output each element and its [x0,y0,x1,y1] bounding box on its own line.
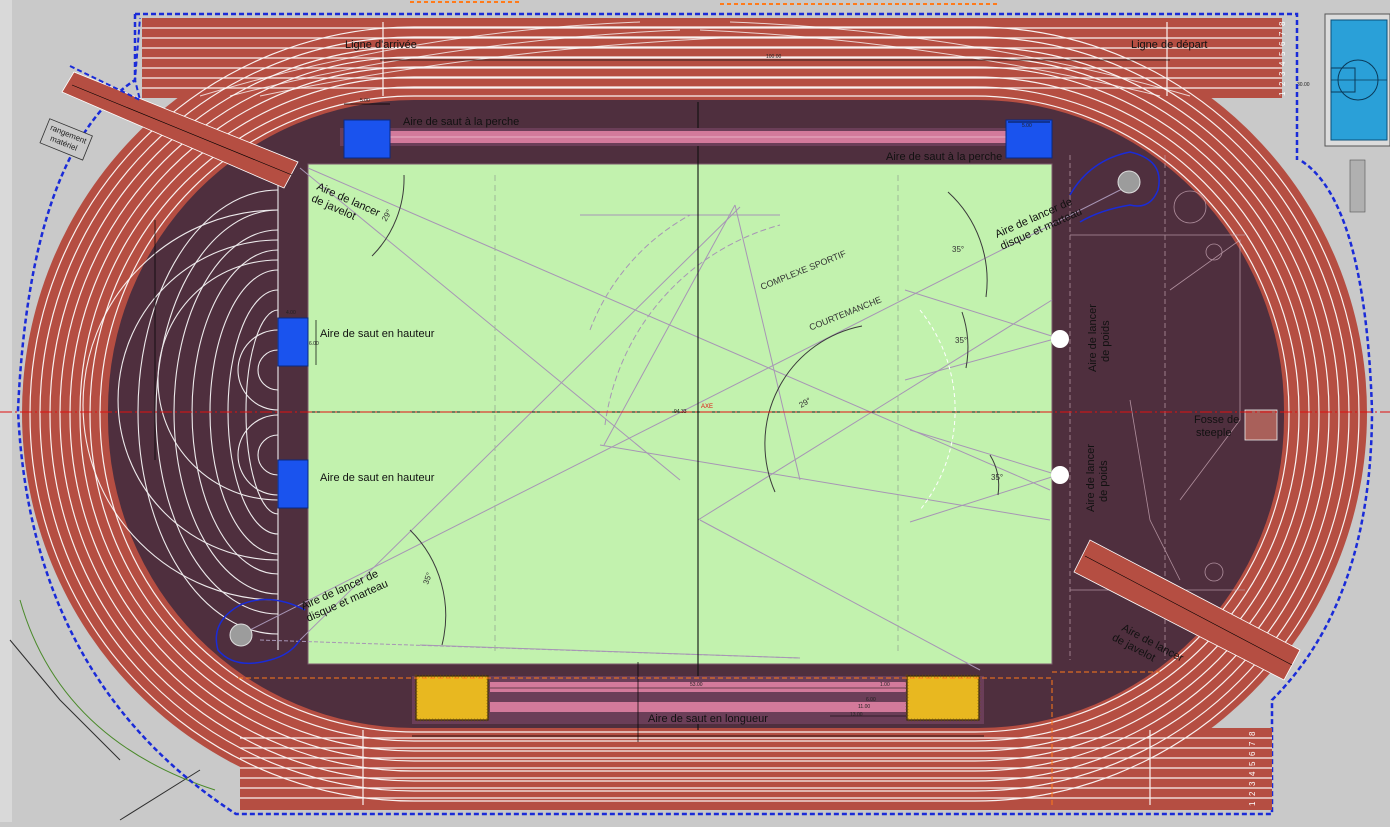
right-infield-details [1069,155,1245,660]
lane-number: 4 [1248,771,1257,776]
long-jump-run-dim: 53.00 [690,682,703,688]
label-shot-put-2-line2: de poids [1098,460,1110,502]
label-high-jump-2: Aire de saut en hauteur [320,472,435,484]
label-shot-put-1-line2: de poids [1100,320,1112,362]
steeple-pit [1244,409,1278,441]
label-steeple-line1: Fosse de [1194,414,1239,426]
long-jump-runway: 53.00 11.00 13.00 6.00 1.00 [412,662,984,742]
lane-number: 3 [1248,781,1257,786]
top-straight-dim: 100.00 [766,54,782,60]
angle-shot-upper: 35° [955,336,967,345]
long-jump-dim-c: 6.00 [866,697,876,703]
label-steeple-line2: steeple [1196,427,1231,439]
lane-lines [29,22,1360,805]
label-shot-put-1: Aire de lancer de poids [1087,304,1112,372]
label-shot-put-2-line1: Aire de lancer [1085,444,1097,512]
angle-shot-lower: 35° [991,473,1003,482]
label-finish-line: Ligne d'arrivée [345,39,417,51]
long-jump-dim-a: 11.00 [858,704,870,710]
label-long-jump: Aire de saut en longueur [648,713,768,725]
long-jump-dim-d: 1.00 [880,682,890,688]
lane-number: 2 [1278,81,1287,86]
site-edge-green [19,599,216,791]
sand-pit-left [415,675,489,721]
lane-number: 7 [1278,31,1287,36]
border-strip [0,0,12,822]
pole-vault-mat-left [343,119,391,159]
lane-numbers-bottom: 1 2 3 4 5 6 7 8 [1248,731,1257,806]
long-jump-dim-b: 13.00 [850,712,863,718]
court-dimension: 30.00 [1297,82,1310,88]
javelin-runway-bottom-right [1073,539,1301,681]
grass-field [307,163,1053,665]
sand-pit-right [906,675,980,721]
pole-width-right-dim: 5.00 [1022,123,1032,129]
perimeter-fence [16,12,1374,816]
lane-number: 2 [1248,791,1257,796]
angle-discus-bottom-left: 35° [421,571,434,585]
angle-discus-top-right: 35° [952,245,964,254]
lane-number: 3 [1278,71,1287,76]
lane-number: 1 [1278,91,1287,96]
orange-dashes-top [410,1,1000,5]
high-jump-mat-lower [277,459,309,509]
high-jump-mat-upper [277,317,309,367]
lane-number: 1 [1248,801,1257,806]
lane-number: 4 [1278,61,1287,66]
label-shot-put-1-line1: Aire de lancer [1087,304,1099,372]
label-axis: AXE [701,404,713,410]
pole-vault-runway: 5.00 5.00 [340,98,1053,159]
discus-circle-top-right [1069,151,1160,223]
javelin-runway-top-left [61,71,299,189]
basketball-court: 30.00 [1297,13,1390,213]
lane-number: 6 [1278,41,1287,46]
lane-number: 7 [1248,741,1257,746]
label-shot-put-2: Aire de lancer de poids [1085,444,1110,512]
high-jump-width-dim: 4.00 [286,310,296,316]
storage-fence [69,17,142,102]
orange-boundary [238,671,1160,808]
shot-put-circle-lower [1051,466,1069,484]
label-pole-vault-2: Aire de saut à la perche [886,151,1002,163]
label-high-jump-1: Aire de saut en hauteur [320,328,435,340]
pole-width-dim: 5.00 [360,98,370,104]
shot-put-circle-upper [1051,330,1069,348]
field-markings [239,167,1131,671]
storage-box: rangement matériel [39,118,93,161]
site-outline [9,639,201,821]
lane-number: 8 [1278,21,1287,26]
stagger-arcs [199,21,1191,97]
high-jump-height-dim: 6.00 [309,341,319,347]
pole-vault-mat-right [1005,119,1053,159]
label-pole-vault-1: Aire de saut à la perche [403,116,519,128]
label-start-line: Ligne de départ [1131,39,1207,51]
lane-number: 5 [1248,761,1257,766]
lane-number: 8 [1248,731,1257,736]
lane-number: 5 [1278,51,1287,56]
label-center-dim: 94.33 [674,409,687,415]
discus-circle-bottom-left [215,598,306,665]
angle-arcs [371,174,1000,646]
lane-number: 6 [1248,751,1257,756]
lane-numbers-top: 1 2 3 4 5 6 7 8 [1278,21,1287,96]
